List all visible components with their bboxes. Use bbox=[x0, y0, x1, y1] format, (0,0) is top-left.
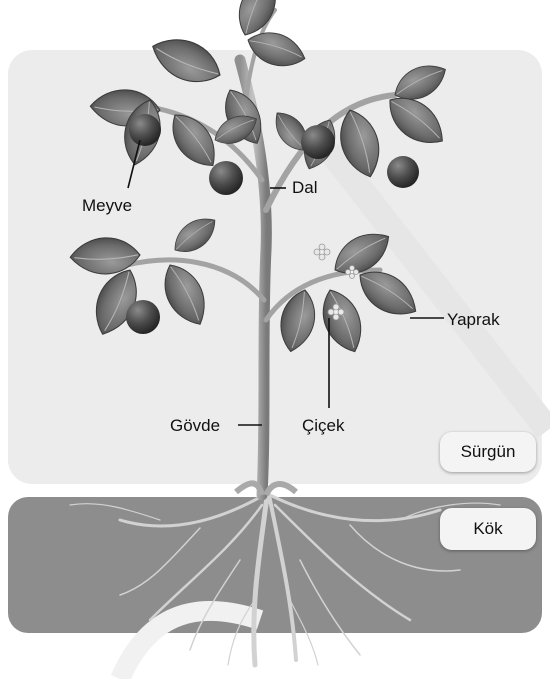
fruit-icon bbox=[209, 161, 243, 195]
label-branch: Dal bbox=[292, 178, 318, 198]
fruit-icon bbox=[126, 300, 160, 334]
label-leaf: Yaprak bbox=[447, 310, 500, 330]
root-region-label: Kök bbox=[440, 508, 536, 550]
label-flower: Çiçek bbox=[302, 416, 345, 436]
label-fruit: Meyve bbox=[82, 196, 132, 216]
shoot-region-label: Sürgün bbox=[440, 432, 536, 472]
fruit-icon bbox=[129, 114, 161, 146]
fruit-icon bbox=[387, 156, 419, 188]
label-stem: Gövde bbox=[170, 416, 220, 436]
fruit-icon bbox=[301, 125, 335, 159]
